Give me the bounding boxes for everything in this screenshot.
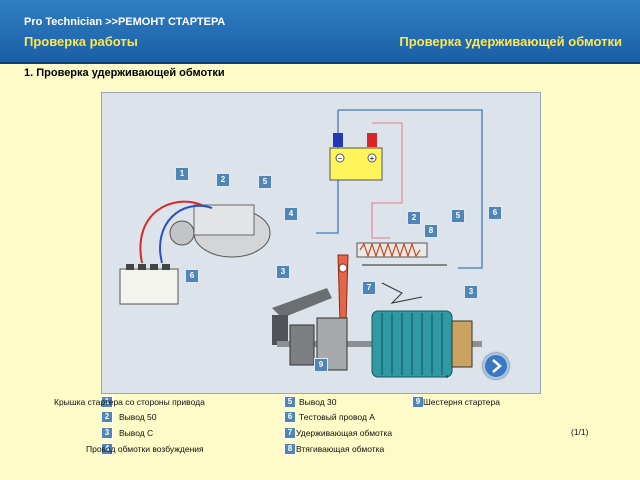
page-title: Проверка удерживающей обмотки: [399, 34, 622, 49]
next-button[interactable]: [483, 353, 509, 379]
wire-red: [139, 200, 203, 264]
callout-5-right: 5: [451, 209, 465, 223]
legend-label-7: Удерживающая обмотка: [296, 428, 393, 438]
callout-2: 2: [216, 173, 230, 187]
callout-3-right: 3: [464, 285, 478, 299]
legend-label-1: Крышка стартера со стороны привода: [54, 397, 205, 407]
legend-badge-4: 4: [101, 443, 113, 455]
wire-pink: [371, 122, 403, 239]
clip-positive: [367, 133, 377, 147]
legend-label-3: Вывод C: [119, 428, 154, 438]
starter-diagram: − +: [119, 109, 483, 378]
chevron-right-icon: [492, 359, 502, 373]
battery-minus-sign: −: [338, 154, 343, 163]
legend-label-6: Тестовый провод А: [299, 412, 375, 422]
legend-badge-5: 5: [284, 396, 296, 408]
callout-7: 7: [362, 281, 376, 295]
section-heading: Проверка работы: [24, 34, 138, 49]
callout-6-right: 6: [488, 206, 502, 220]
subsection-title: 1. Проверка удерживающей обмотки: [24, 67, 225, 79]
breadcrumb: Pro Technician >>РЕМОНТ СТАРТЕРА: [24, 16, 226, 28]
callout-3: 3: [276, 265, 290, 279]
pinion: [289, 324, 315, 366]
callout-1: 1: [175, 167, 189, 181]
wire-blue-right: [338, 109, 483, 269]
legend-label-9: Шестерня стартера: [423, 397, 500, 407]
page-indicator: (1/1): [571, 427, 589, 437]
legend-badge-6: 6: [284, 411, 296, 423]
battery-left: [119, 268, 179, 305]
legend-label-5: Вывод 30: [299, 397, 337, 407]
callout-4: 4: [284, 207, 298, 221]
legend-label-8: Втягивающая обмотка: [296, 444, 385, 454]
legend-badge-7: 7: [284, 427, 296, 439]
callout-5: 5: [258, 175, 272, 189]
legend-badge-9: 9: [412, 396, 424, 408]
legend-label-2: Вывод 50: [119, 412, 157, 422]
battery-body: [329, 147, 383, 181]
header-bar: Pro Technician >>РЕМОНТ СТАРТЕРА Проверк…: [0, 0, 640, 64]
legend-badge-8: 8: [284, 443, 296, 455]
callout-2-right: 2: [407, 211, 421, 225]
gray-handle: [272, 288, 332, 318]
callout-8: 8: [424, 224, 438, 238]
wire-blue: [159, 204, 213, 264]
battery-plus-sign: +: [370, 154, 375, 163]
callout-6-left: 6: [185, 269, 199, 283]
diagram-panel: − +: [101, 92, 541, 394]
clip-negative: [333, 133, 343, 147]
legend-badge-3: 3: [101, 427, 113, 439]
legend-badge-1: 1: [101, 396, 113, 408]
legend-badge-2: 2: [101, 411, 113, 423]
legend-label-4: Провод обмотки возбуждения: [86, 444, 204, 454]
solenoid-coil: [359, 242, 421, 258]
commutator: [451, 320, 473, 368]
callout-9: 9: [314, 358, 328, 372]
